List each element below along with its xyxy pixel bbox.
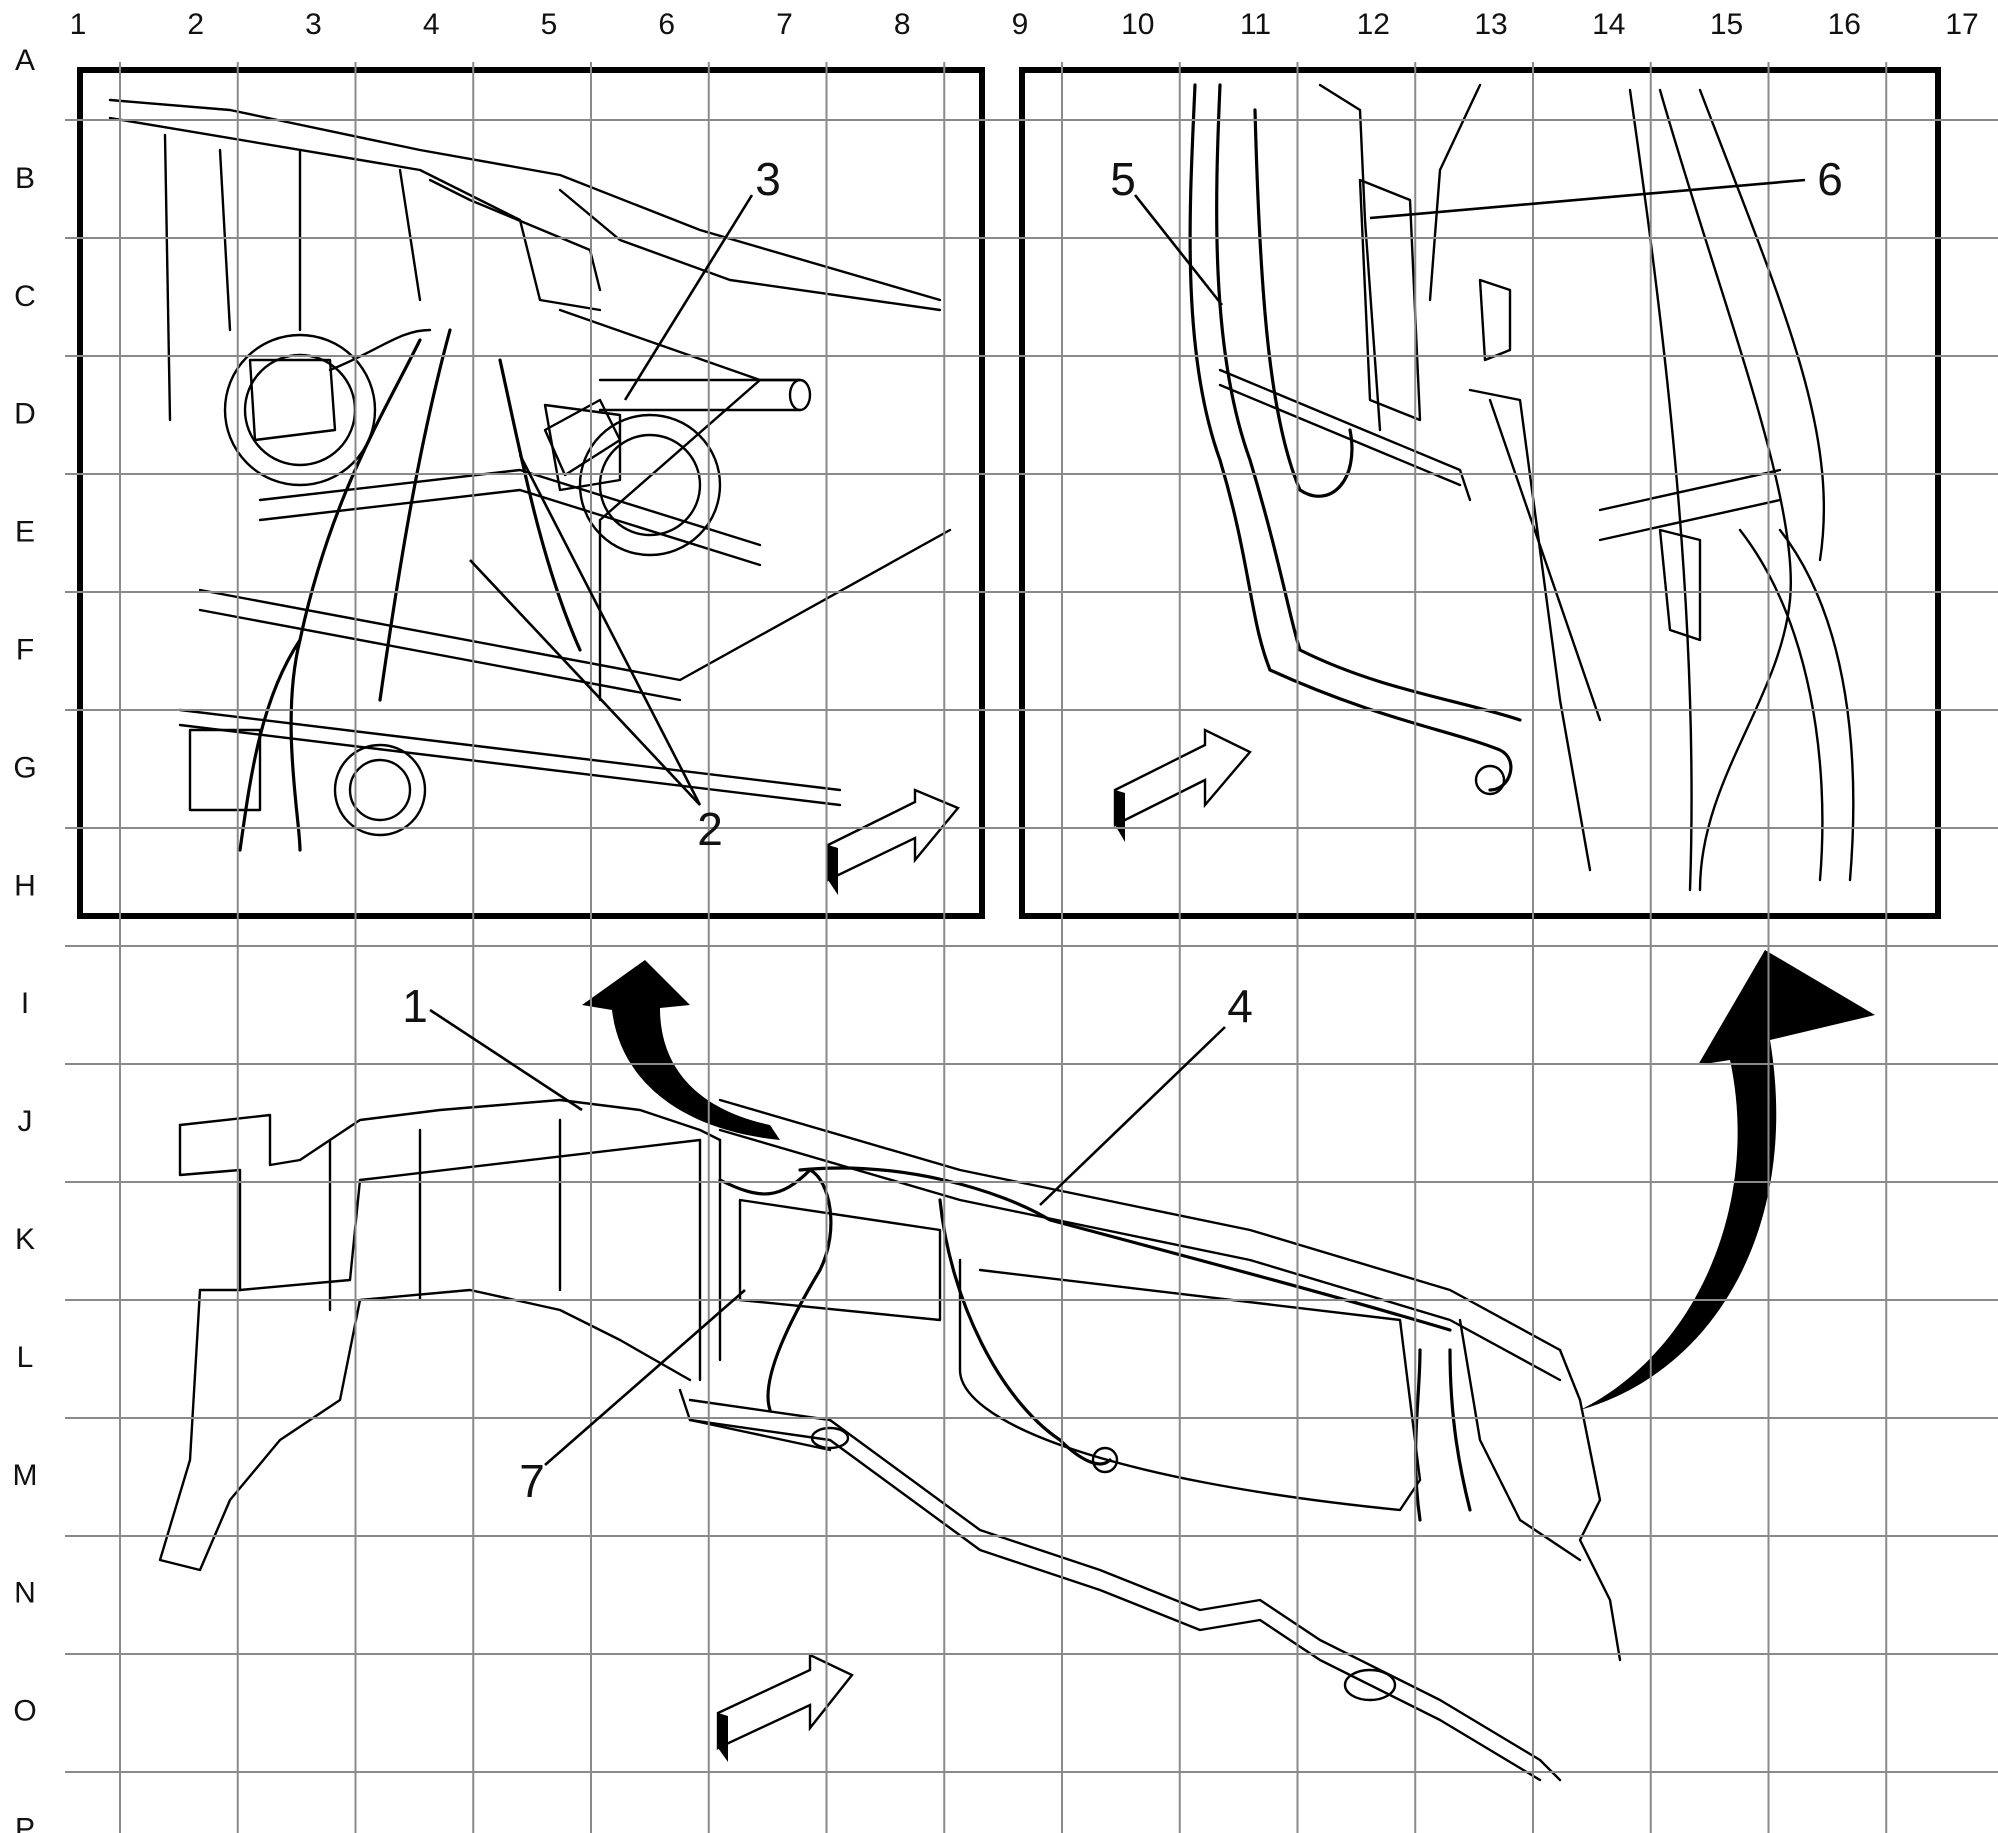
grid-row-label: B: [15, 162, 35, 195]
leader-1: [429, 1008, 583, 1112]
grid-row-label: J: [18, 1105, 33, 1138]
grid-column-label: 11: [1240, 8, 1271, 41]
callout-3: 3: [755, 153, 781, 205]
grid-row-label: I: [21, 987, 29, 1020]
callout-7: 7: [519, 1455, 545, 1507]
grid-column-label: 17: [1945, 8, 1978, 41]
grid-column-label: 10: [1121, 8, 1154, 41]
grid-row-label: D: [14, 398, 36, 431]
callout-6: 6: [1817, 153, 1843, 205]
callout-1: 1: [402, 980, 428, 1032]
grid-row-label: F: [16, 634, 34, 667]
direction-arrow-left-inset: [826, 788, 960, 895]
grid-column-label: 5: [541, 8, 558, 41]
grid-row-label: C: [14, 280, 36, 313]
grid-column-label: 6: [658, 8, 675, 41]
grid-row-label: K: [15, 1223, 35, 1256]
grid-column-label: 12: [1357, 8, 1390, 41]
grid-row-label: H: [14, 869, 36, 902]
grid-column-label: 1: [70, 8, 87, 41]
grid-row-label: L: [17, 1341, 34, 1374]
grid-column-label: 7: [776, 8, 793, 41]
grid-row-label: N: [14, 1577, 36, 1610]
leader-2-b: [518, 454, 702, 806]
leader-3: [623, 194, 754, 401]
grid-column-label: 14: [1592, 8, 1625, 41]
grid-row-label: P: [15, 1813, 35, 1833]
grid-column-label: 8: [894, 8, 911, 41]
grid-row-label: G: [13, 751, 36, 784]
inset-left-frame: [77, 67, 985, 919]
grid-row-labels: A B C D E F G H I J K L M N O P: [13, 44, 38, 1833]
grid-column-label: 4: [423, 8, 440, 41]
main-front-end-view: [158, 1098, 1622, 1782]
grid-row-label: E: [15, 516, 35, 549]
grid-column-label: 3: [305, 8, 322, 41]
grid-row-label: O: [13, 1695, 36, 1728]
pointer-arrow-to-right-inset: [1580, 950, 1875, 1410]
reference-grid: [65, 62, 1998, 1833]
direction-arrow-right-inset: [1113, 728, 1252, 842]
grid-column-label: 13: [1474, 8, 1507, 41]
grid-row-label: M: [13, 1459, 38, 1492]
grid-column-label: 9: [1012, 8, 1029, 41]
direction-arrow-main-view: [716, 1653, 854, 1762]
leader-2-a: [469, 559, 701, 806]
callout-4: 4: [1227, 980, 1253, 1032]
leader-6: [1369, 178, 1806, 220]
callout-5: 5: [1110, 153, 1136, 205]
leader-7: [544, 1289, 746, 1466]
callouts: 1 2 3 4 5 6 7: [402, 153, 1843, 1507]
grid-column-label: 16: [1828, 8, 1861, 41]
inset-front-bumper-view: [1019, 67, 1941, 919]
leader-4: [1039, 1026, 1226, 1206]
grid-column-label: 2: [187, 8, 204, 41]
callout-2: 2: [697, 803, 723, 855]
inset-engine-compartment-view: [77, 67, 985, 919]
leader-5: [1133, 194, 1224, 306]
grid-column-label: 15: [1710, 8, 1743, 41]
pointer-arrow-to-left-inset: [582, 960, 780, 1140]
grid-row-label: A: [15, 44, 35, 77]
inset-right-frame: [1019, 67, 1941, 919]
